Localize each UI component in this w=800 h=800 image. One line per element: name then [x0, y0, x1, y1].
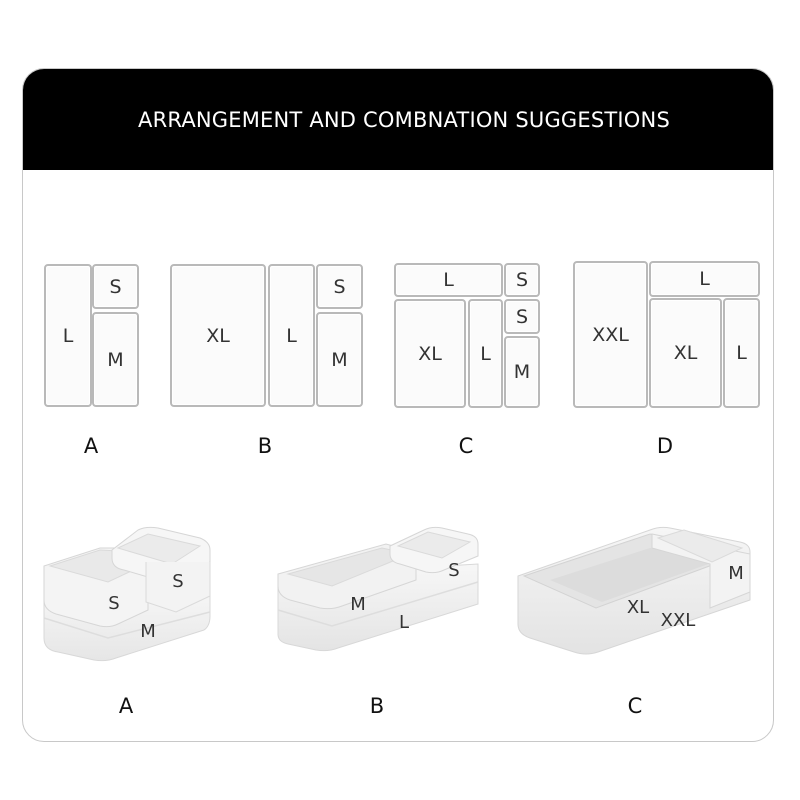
- box-large: L: [723, 298, 760, 408]
- tray-label: S: [172, 571, 183, 592]
- box-small: S: [504, 263, 540, 297]
- tray-photo-a: S S M: [43, 526, 211, 662]
- tray-photo-b: M S L: [277, 526, 479, 652]
- tray-label: XXL: [661, 610, 696, 631]
- box-small: S: [504, 299, 540, 334]
- header-title: ARRANGEMENT AND COMBNATION SUGGESTIONS: [23, 69, 773, 170]
- tray-label: L: [399, 612, 409, 633]
- tray-label: M: [728, 563, 744, 584]
- tray-label: S: [108, 593, 119, 614]
- box-medium: M: [316, 312, 363, 407]
- layout-letter: C: [458, 434, 474, 458]
- box-small: S: [316, 264, 363, 309]
- photo-letter: B: [369, 694, 385, 718]
- layout-letter: D: [656, 434, 674, 458]
- photo-letter: C: [627, 694, 643, 718]
- box-extra-large: XL: [649, 298, 722, 408]
- photo-letter: A: [118, 694, 134, 718]
- box-large: L: [44, 264, 92, 407]
- box-large: L: [268, 264, 315, 407]
- box-large: L: [649, 261, 760, 297]
- box-medium: M: [92, 312, 139, 407]
- tray-label: XL: [627, 597, 649, 618]
- box-extra-large: XL: [170, 264, 266, 407]
- tray-label: M: [350, 594, 366, 615]
- layout-letter: A: [83, 434, 99, 458]
- box-large: L: [468, 299, 503, 408]
- box-medium: M: [504, 336, 540, 408]
- layout-letter: B: [257, 434, 273, 458]
- tray-label: M: [140, 621, 156, 642]
- tray-label: S: [448, 560, 459, 581]
- tray-photo-c: M XL XXL: [517, 526, 751, 655]
- box-small: S: [92, 264, 139, 309]
- box-extra-large: XL: [394, 299, 466, 408]
- box-large: L: [394, 263, 503, 297]
- box-double-extra-large: XXL: [573, 261, 648, 408]
